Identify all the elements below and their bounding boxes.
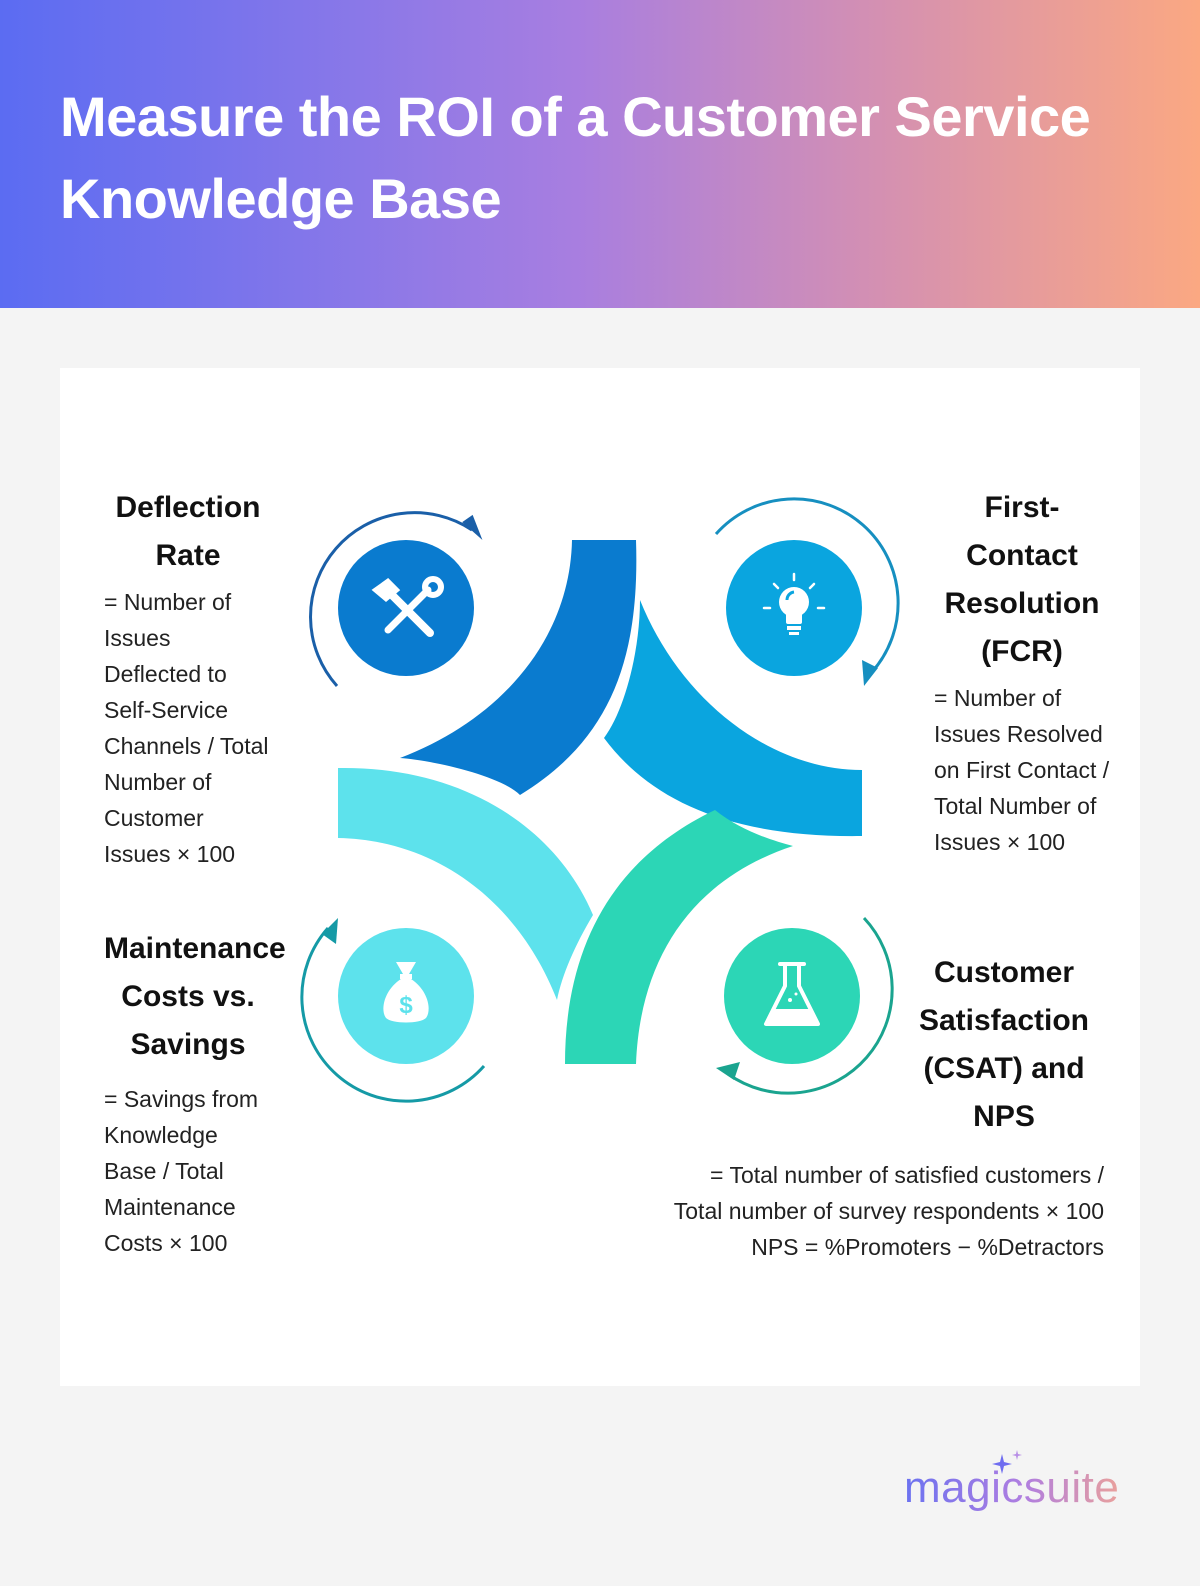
arrow-maintenance (300, 918, 486, 1103)
metric-first-contact-resolution: First-Contact Resolution (FCR) = Number … (934, 484, 1110, 860)
petal-fcr (604, 600, 862, 837)
metric-maintenance-costs: Maintenance Costs vs. Savings = Savings … (104, 925, 286, 1261)
metric-deflection-rate: Deflection Rate = Number of Issues Defle… (104, 484, 272, 872)
petal-deflection (400, 540, 637, 795)
metric-title: Maintenance Costs vs. Savings (104, 932, 286, 1061)
svg-text:$: $ (399, 992, 413, 1019)
arrow-deflection (309, 511, 483, 687)
metric-title: First-Contact Resolution (FCR) (944, 491, 1100, 668)
metric-formula: = Number of Issues Resolved on First Con… (934, 685, 1110, 855)
tools-icon (371, 576, 444, 637)
lightbulb-icon (762, 572, 826, 635)
petal-csat (565, 810, 793, 1064)
metric-formula: = Savings from Knowledge Base / Total Ma… (104, 1086, 259, 1256)
sparkle-icon (992, 1450, 1022, 1474)
header-banner: Measure the ROI of a Customer Service Kn… (0, 0, 1200, 308)
brand-logo: magicsuite (904, 1458, 1144, 1518)
metric-formula: = Total number of satisfied customers / … (673, 1162, 1104, 1260)
arrow-fcr (714, 497, 900, 686)
icon-circle-csat (724, 928, 860, 1064)
metric-formula: = Number of Issues Deflected to Self-Ser… (104, 589, 269, 867)
metric-title: Customer Satisfaction (CSAT) and NPS (918, 956, 1090, 1133)
metric-title: Deflection Rate (115, 491, 261, 572)
metric-customer-satisfaction: Customer Satisfaction (CSAT) and NPS = T… (644, 949, 1104, 1265)
petal-maintenance (338, 767, 593, 1000)
page-title: Measure the ROI of a Customer Service Kn… (60, 85, 1091, 230)
money-bag-icon: $ (383, 962, 429, 1023)
content-card (60, 368, 1140, 1386)
arrow-csat (716, 916, 894, 1095)
flask-icon (764, 962, 820, 1026)
